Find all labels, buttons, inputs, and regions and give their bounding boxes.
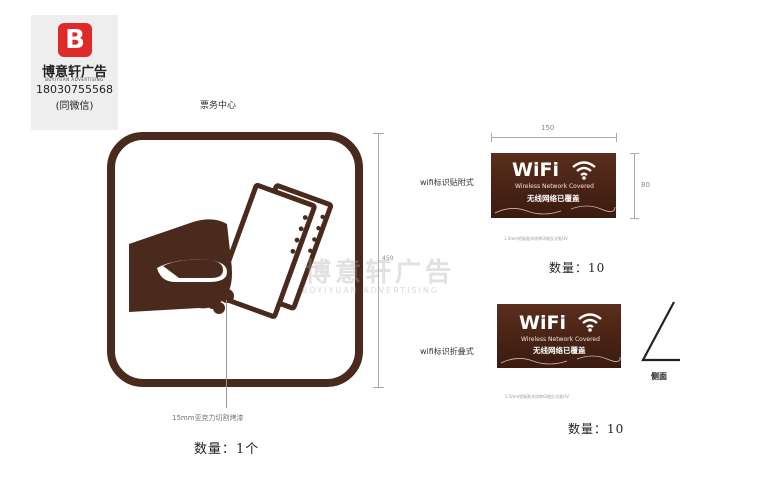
- wifi-folded-label: wifi标识折叠式: [420, 347, 474, 356]
- material-note: 15mm亚克力切割烤漆: [172, 414, 244, 422]
- height-dimension-tick: [373, 387, 384, 388]
- wifi-signal-icon: [572, 161, 596, 180]
- wifi-height-dimension-line: [634, 153, 635, 218]
- height-dimension-tick: [373, 133, 384, 134]
- width-dimension-tick: [491, 133, 492, 142]
- logo-phone: 18030755568: [36, 83, 113, 96]
- ticket-sign-quantity: 数量：1个: [194, 442, 260, 457]
- wifi-attached-quantity: 数量：10: [549, 261, 606, 275]
- width-dimension-label: 150: [541, 124, 555, 132]
- decorative-swirl: [494, 205, 616, 215]
- logo-subtitle: BOYIYUAN ADVERTISING: [45, 77, 104, 82]
- wifi-attached-note: 1.5mm铝板贴木纹转印底反光贴UV: [504, 236, 568, 241]
- wifi-chinese-caption: 无线网络已覆盖: [533, 346, 586, 355]
- logo-name: 博意轩广告: [41, 65, 107, 80]
- height-dimension-line: [378, 133, 379, 387]
- wifi-folded-note: 1.5mm铝板贴木纹转印底反光贴UV: [505, 394, 569, 399]
- side-view-label: 侧面: [651, 372, 667, 381]
- wifi-height-dimension-label: 80: [641, 181, 650, 189]
- watermark-subtitle: BOYIYUAN ADVERTISING: [302, 286, 440, 295]
- height-dimension-label: 450: [382, 255, 394, 262]
- hand-holding-tickets-icon: [129, 182, 334, 319]
- logo-mark-icon: B: [58, 23, 92, 57]
- wifi-folded-sign: WiFi Wireless Network Covered 无线网络已覆盖: [497, 304, 621, 368]
- wifi-height-dimension-tick: [630, 218, 639, 219]
- width-dimension-tick: [616, 133, 617, 142]
- wifi-folded-quantity: 数量：10: [568, 422, 625, 436]
- ticket-sign-title: 票务中心: [200, 101, 237, 111]
- ticket-sign-frame: [107, 132, 363, 387]
- logo-wechat: (同微信): [55, 101, 94, 112]
- width-dimension-line: [491, 137, 616, 138]
- wifi-english-caption: Wireless Network Covered: [515, 183, 594, 190]
- wifi-attached-sign: WiFi Wireless Network Covered 无线网络已覆盖: [491, 153, 616, 218]
- wifi-english-caption: Wireless Network Covered: [521, 336, 600, 343]
- wifi-chinese-caption: 无线网络已覆盖: [527, 194, 580, 203]
- decorative-swirl: [500, 355, 621, 365]
- leader-line: [226, 300, 227, 408]
- wifi-attached-label: wifi标识贴附式: [420, 178, 474, 187]
- side-profile-icon: [641, 301, 680, 362]
- wifi-word: WiFi: [512, 159, 559, 181]
- wifi-word: WiFi: [519, 312, 566, 334]
- wifi-signal-icon: [578, 313, 602, 332]
- wifi-height-dimension-tick: [630, 153, 639, 154]
- watermark-text: 博意轩广告: [305, 258, 456, 288]
- brand-logo: B 博意轩广告 BOYIYUAN ADVERTISING 18030755568…: [31, 15, 118, 130]
